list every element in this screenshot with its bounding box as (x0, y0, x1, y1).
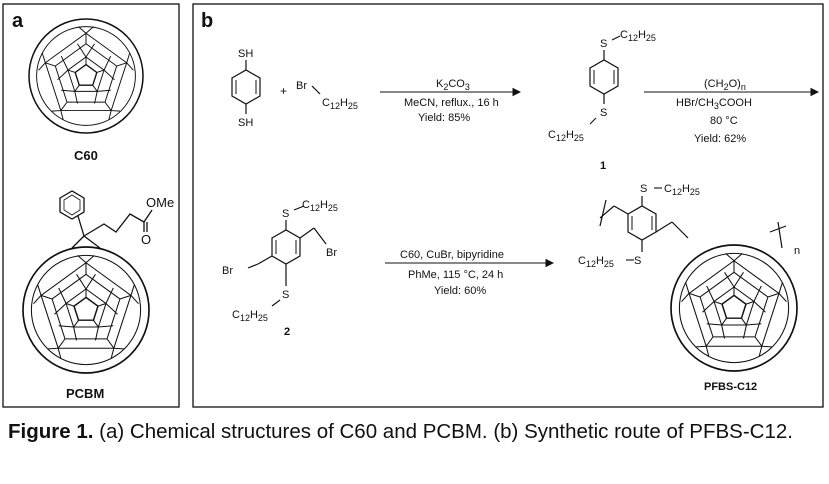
thiol-top-label: SH (238, 48, 253, 60)
compound-2-br-left: Br (222, 265, 233, 277)
polymer-chain-top: C12H25 (664, 183, 700, 197)
compound-1-structure (589, 35, 621, 125)
polymer-name: PFBS-C12 (704, 381, 757, 393)
caption-text: (a) Chemical structures of C60 and PCBM.… (93, 420, 793, 443)
pcbm-ome-label: OMe (146, 195, 174, 210)
bromide-chain-label: C12H25 (322, 97, 358, 111)
thiol-bottom-label: SH (238, 117, 253, 129)
panel-a-label: a (12, 10, 24, 32)
step2-temp: 80 °C (710, 115, 738, 127)
compound-2-br-right: Br (326, 247, 337, 259)
polymer-chain-bottom: C12H25 (578, 255, 614, 269)
step2-yield: Yield: 62% (694, 133, 746, 145)
figure-canvas: a C60 OMe O PCBM b SH SH + Br C12H25 K2C… (2, 3, 824, 408)
c60-structure (28, 18, 144, 134)
pcbm-structure (22, 190, 153, 374)
step1-conditions: MeCN, reflux., 16 h (404, 97, 499, 109)
figure-caption: Figure 1. (a) Chemical structures of C60… (8, 416, 820, 447)
compound-1-s-bottom: S (600, 107, 607, 119)
panel-a-frame (2, 3, 180, 408)
compound-2-s-bottom: S (282, 289, 289, 301)
compound-1-chain-bottom: C12H25 (548, 129, 584, 143)
compound-1-s-top: S (600, 38, 607, 50)
polymer-s-bottom: S (634, 255, 641, 267)
pcbm-carbonyl-o: O (141, 232, 151, 247)
step3-yield: Yield: 60% (434, 285, 486, 297)
c60-name: C60 (74, 148, 98, 163)
compound-2-chain-bottom: C12H25 (232, 309, 268, 323)
step2-conditions: HBr/CH3COOH (676, 97, 752, 111)
step3-reagent: C60, CuBr, bipyridine (400, 249, 504, 261)
plus-sign: + (280, 84, 287, 98)
polymer-structure (599, 187, 798, 372)
compound-2-s-top: S (282, 208, 289, 220)
compound-2-number: 2 (284, 326, 290, 338)
polymer-s-top: S (640, 183, 647, 195)
caption-prefix: Figure 1. (8, 420, 94, 443)
step3-conditions: PhMe, 115 °C, 24 h (408, 269, 503, 281)
pcbm-name: PCBM (66, 386, 104, 401)
step2-reagent: (CH2O)n (704, 78, 746, 92)
compound-1-chain-top: C12H25 (620, 29, 656, 43)
panel-b-label: b (201, 10, 213, 32)
bromide-br-label: Br (296, 80, 307, 92)
compound-1-number: 1 (600, 160, 606, 172)
step1-reagent: K2CO3 (436, 78, 470, 92)
compound-2-chain-top: C12H25 (302, 199, 338, 213)
step1-yield: Yield: 85% (418, 112, 470, 124)
compound-2-structure (247, 205, 327, 307)
panel-b-frame (192, 3, 824, 408)
benzenedithiol-structure (231, 60, 261, 114)
polymer-repeat-n: n (794, 245, 800, 257)
